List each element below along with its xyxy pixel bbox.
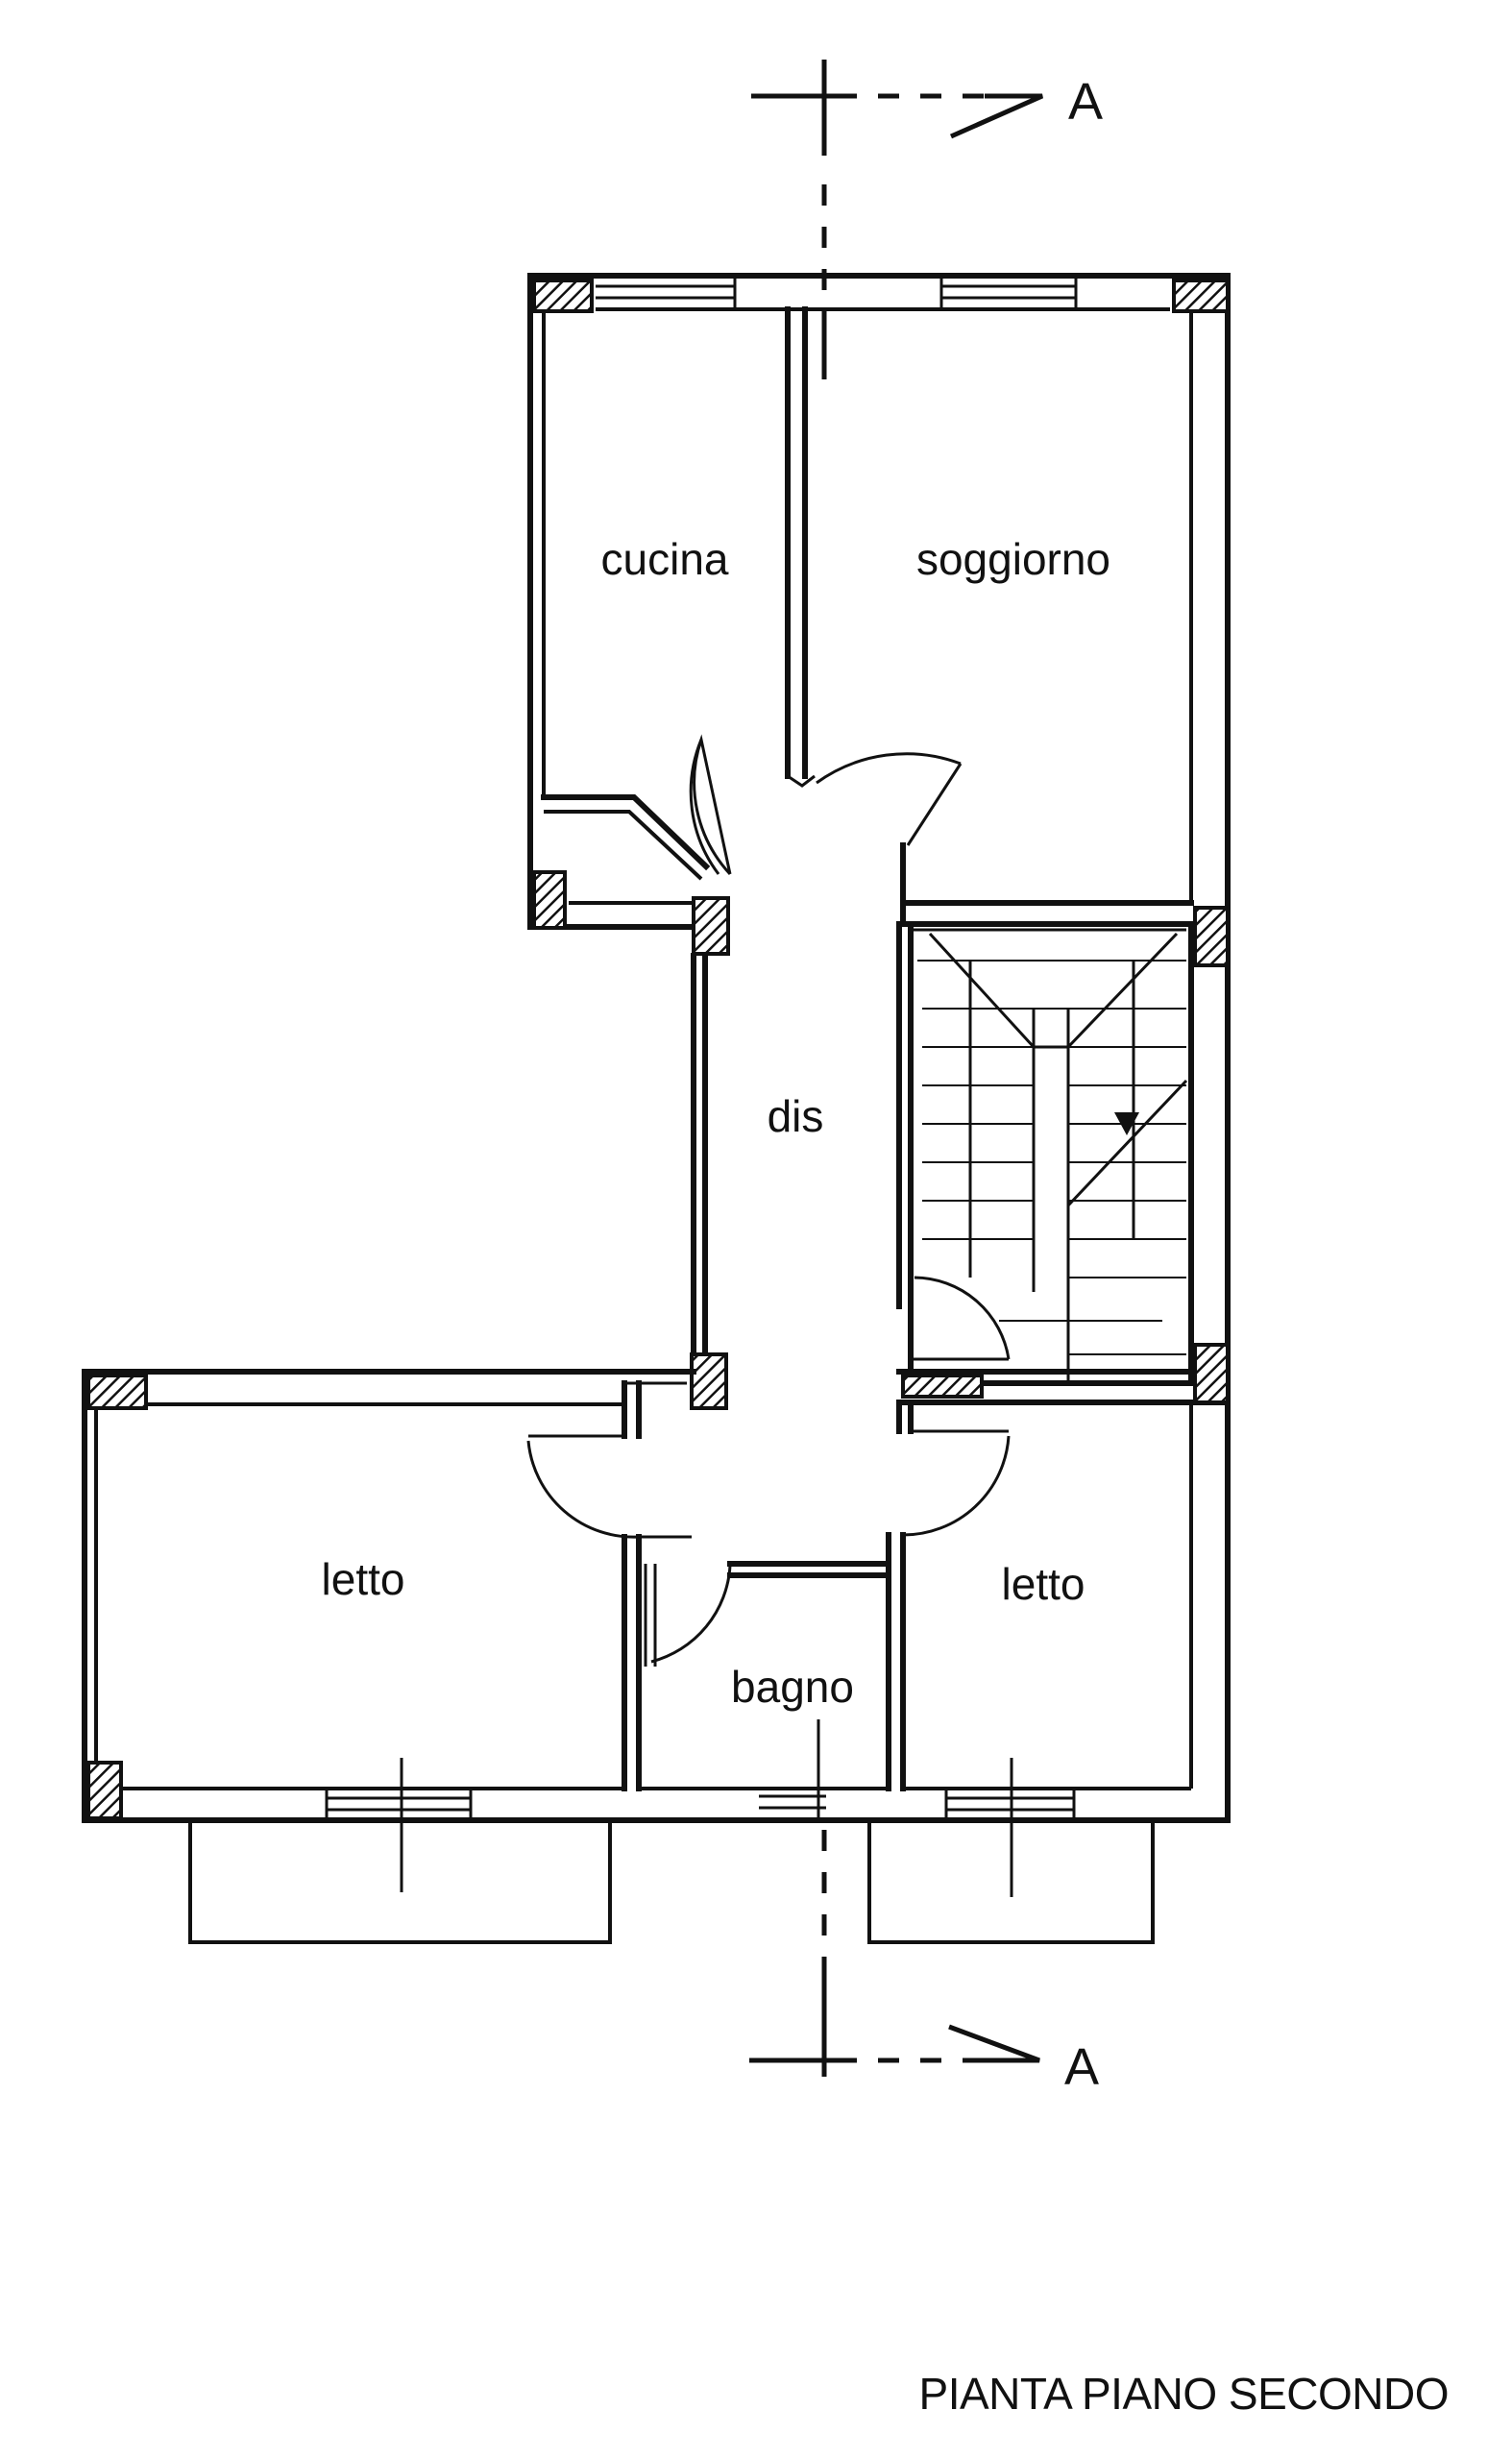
pillar [901, 1374, 984, 1399]
section-letter-top: A [1068, 73, 1103, 131]
door-cucina [689, 734, 732, 876]
pillar [86, 1761, 123, 1820]
room-label-cucina: cucina [601, 534, 729, 584]
section-letter-bottom: A [1064, 2038, 1099, 2096]
section-marker-bottom: A [749, 1830, 1099, 2096]
room-label-letto-left: letto [322, 1554, 405, 1604]
door-right-bedroom [902, 1435, 1011, 1537]
door-left-bedroom [526, 1434, 692, 1539]
staircase [908, 921, 1194, 1386]
section-marker-top: A [751, 60, 1103, 379]
room-label-dis: dis [768, 1091, 824, 1141]
pillar [532, 279, 594, 313]
bathroom-walls [636, 1534, 891, 1823]
door-soggiorno [787, 752, 963, 927]
pillar [1172, 279, 1230, 313]
corridor-walls [691, 921, 914, 1362]
pillar [1193, 1343, 1230, 1404]
right-bedroom-walls [886, 1400, 1193, 1791]
stair-bottom-wall [896, 1369, 1231, 1405]
drawing-title: PIANTA PIANO SECONDO [919, 2369, 1449, 2419]
room-label-letto-right: letto [1002, 1559, 1085, 1609]
room-label-bagno: bagno [731, 1662, 854, 1712]
left-bedroom-walls [82, 1369, 696, 1823]
pillar [532, 870, 567, 930]
pillar [1193, 906, 1230, 967]
door-stairs [909, 1276, 1011, 1361]
pillar [86, 1374, 148, 1410]
bottom-facade [82, 1758, 1231, 1944]
top-block-walls [527, 273, 1231, 1820]
pillar [692, 896, 730, 956]
stair-direction-arrow [1114, 1112, 1139, 1135]
room-label-soggiorno: soggiorno [916, 534, 1110, 584]
pillar [690, 1352, 728, 1410]
